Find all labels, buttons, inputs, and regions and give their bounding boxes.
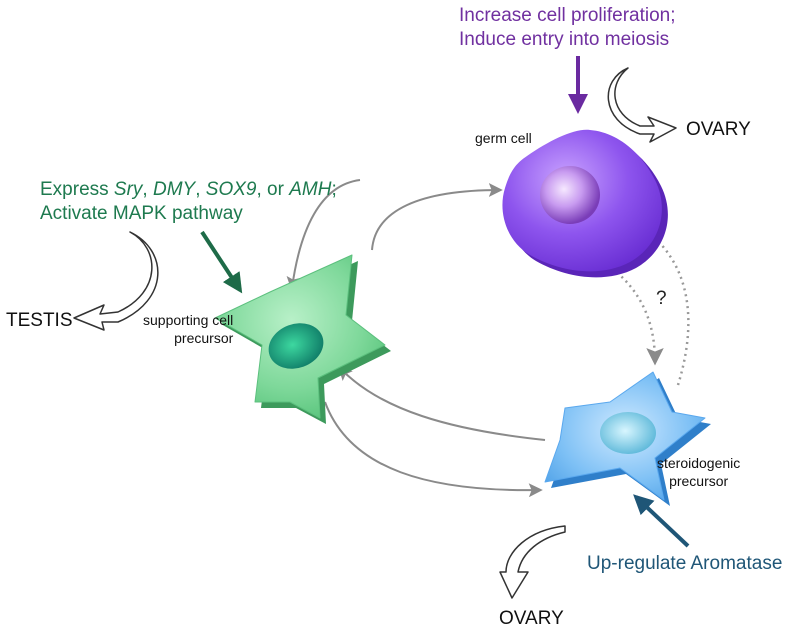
- supporting-instruction-line2: Activate MAPK pathway: [40, 202, 243, 224]
- germ-cell-icon: [502, 129, 668, 278]
- instruction-text: ,: [195, 179, 206, 200]
- germ-cell-instruction: Increase cell proliferation; Induce entr…: [459, 4, 676, 52]
- fate-arrows: [73, 67, 677, 599]
- instruction-text: ;: [331, 179, 337, 200]
- testis-fate-label: TESTIS: [6, 310, 73, 331]
- supporting-cell-icon: [214, 254, 391, 424]
- germ-ovary-fate-arrow: [607, 67, 677, 143]
- gene-sry: Sry: [113, 179, 143, 200]
- arrow-supporting-to-germ: [371, 183, 503, 251]
- gene-amh: AMH: [289, 179, 332, 200]
- supporting-testis-fate-arrow: [73, 231, 159, 331]
- arrow-steroidogenic-to-supporting: [338, 365, 546, 441]
- germ-cell-nucleus: [540, 166, 600, 224]
- steroidogenic-ovary-fate-label: OVARY: [499, 608, 564, 629]
- germ-cell-label: germ cell: [475, 130, 532, 146]
- gene-sox9: SOX9: [205, 179, 257, 200]
- supporting-cell-instruction: Express Sry, DMY, SOX9, or AMH; Activate…: [40, 178, 337, 226]
- instruction-text: , or: [256, 179, 290, 200]
- gene-dmy: DMY: [152, 179, 196, 200]
- germ-instruction-line2: Induce entry into meiosis: [459, 28, 670, 50]
- supporting-label-line1: supporting cell: [143, 312, 234, 328]
- unknown-interaction-label: ?: [656, 288, 667, 309]
- supporting-cell-label: supporting cell precursor: [143, 312, 233, 347]
- steroidogenic-label-line2: precursor: [669, 472, 729, 489]
- supporting-label-line2: precursor: [174, 329, 234, 346]
- arrow-supporting-to-steroidogenic: [324, 401, 543, 498]
- dotted-interaction-arrows: [597, 229, 690, 386]
- germ-instruction-line1: Increase cell proliferation;: [459, 5, 676, 26]
- green-instruction-arrow: [200, 230, 243, 294]
- instruction-text: ,: [142, 179, 153, 200]
- steroidogenic-instruction: Up-regulate Aromatase: [587, 553, 783, 574]
- steroidogenic-ovary-fate-arrow: [499, 525, 566, 599]
- instruction-text: Express: [40, 179, 114, 200]
- blue-instruction-arrow: [633, 494, 690, 548]
- steroidogenic-cell-label: steroidogenic precursor: [657, 455, 740, 490]
- steroidogenic-cell-nucleus: [600, 412, 656, 454]
- germ-ovary-fate-label: OVARY: [686, 119, 751, 140]
- supporting-instruction-line1: Express Sry, DMY, SOX9, or AMH;: [40, 178, 337, 202]
- arrow-germ-to-supporting: [286, 179, 361, 291]
- interaction-arrows: [286, 179, 546, 498]
- arrow-steroidogenic-to-germ-dotted: [645, 229, 690, 386]
- steroidogenic-cell-icon: [544, 371, 711, 506]
- supporting-cell-nucleus: [268, 323, 324, 369]
- steroidogenic-label-line1: steroidogenic: [657, 455, 741, 471]
